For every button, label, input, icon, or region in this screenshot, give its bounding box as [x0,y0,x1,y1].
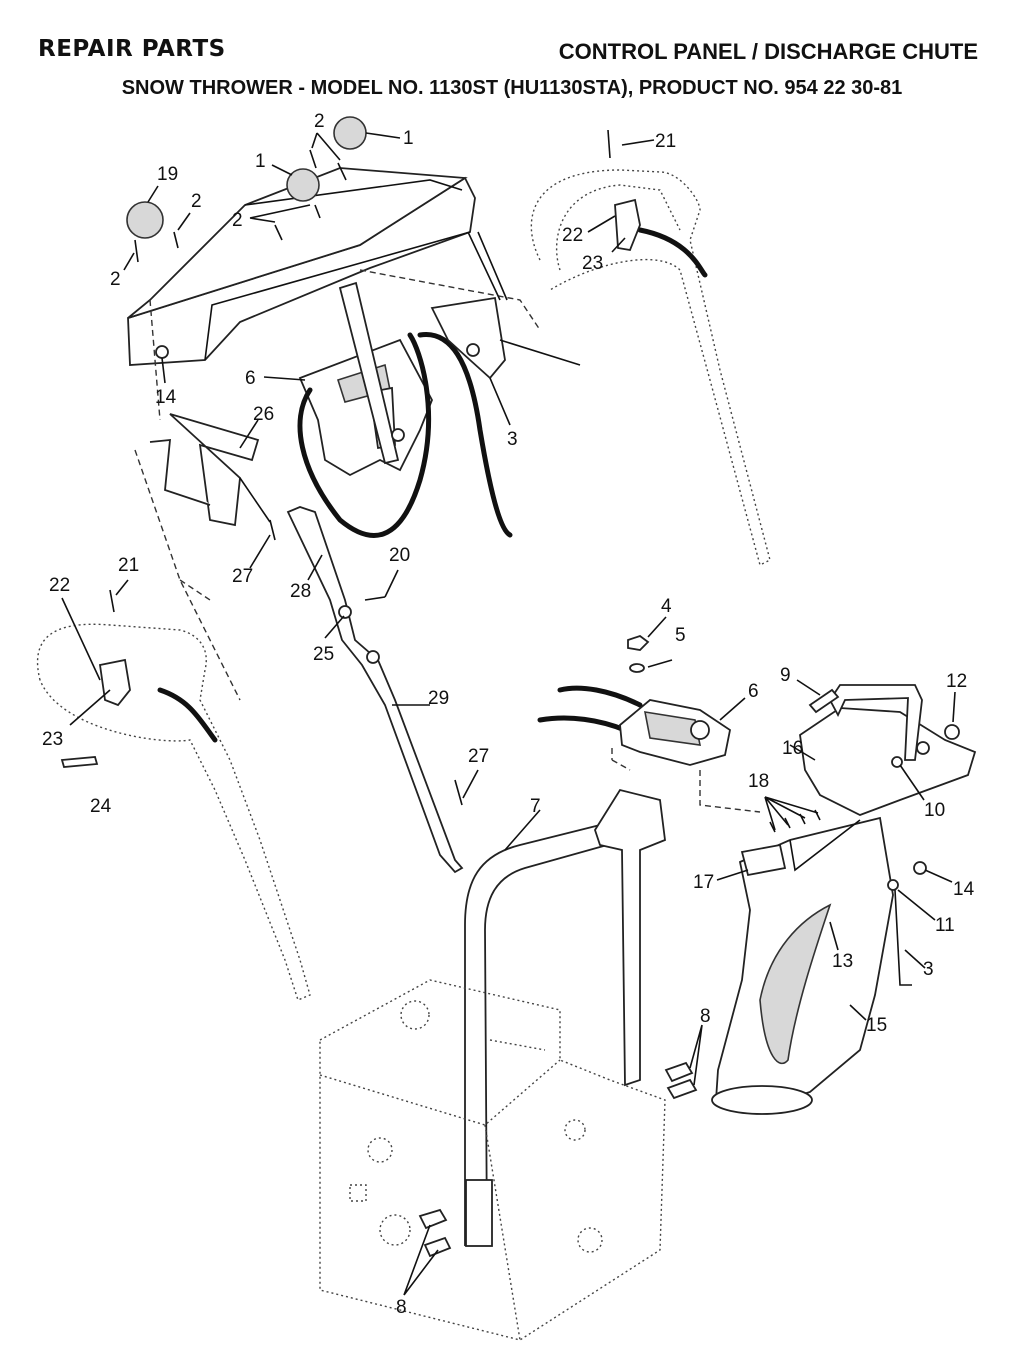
callout-5: 5 [675,625,686,646]
callout-23: 23 [42,729,63,750]
callout-24: 24 [90,796,112,817]
callout-6: 6 [245,368,256,389]
callout-27: 27 [232,566,253,587]
callout-22: 22 [49,575,70,596]
callout-27: 27 [468,746,489,767]
callout-21: 21 [118,555,139,576]
control-panel-assembly [126,116,541,701]
callout-28: 28 [290,581,311,602]
callout-9: 9 [780,665,791,686]
callout-29: 29 [428,688,449,709]
callout-numbers: 1 1 2 2 2 2 19 14 6 3 26 27 28 20 25 29 … [42,111,975,1318]
chute-deflector [799,684,977,816]
callout-3: 3 [923,959,934,980]
model-subtitle: SNOW THROWER - MODEL NO. 1130ST (HU1130S… [121,77,903,99]
callout-2: 2 [191,191,202,212]
auger-housing [319,979,666,1341]
callout-3: 3 [507,429,518,450]
callout-14: 14 [155,387,177,408]
callout-19: 19 [157,164,178,185]
knob-1a [286,168,320,202]
callout-23: 23 [582,253,603,274]
callout-26: 26 [253,404,274,425]
callout-1: 1 [255,151,266,172]
callout-6: 6 [748,681,759,702]
callout-4: 4 [661,596,672,617]
callout-22: 22 [562,225,583,246]
knob-19 [126,201,164,239]
callout-15: 15 [866,1015,887,1036]
handle-right [530,129,771,567]
callout-18: 18 [748,771,769,792]
discharge-chute [711,809,927,1115]
handle-left [36,589,311,1001]
chute-control-dial [298,281,433,477]
callout-1: 1 [403,128,414,149]
callout-10: 10 [924,800,945,821]
callout-17: 17 [693,872,714,893]
bracket-26 [149,413,271,527]
leader-lines [61,132,956,1296]
chute-rod [269,506,464,874]
chute-cable-loop [297,331,513,538]
callout-8: 8 [700,1006,711,1027]
callout-8: 8 [396,1297,407,1318]
callout-2: 2 [110,269,121,290]
callout-2: 2 [232,210,243,231]
callout-13: 13 [832,951,853,972]
callout-20: 20 [389,545,410,566]
chute-rotator-assembly [537,634,761,813]
callout-21: 21 [655,131,676,152]
callout-14: 14 [953,879,975,900]
page-title: CONTROL PANEL / DISCHARGE CHUTE [558,39,978,64]
callout-12: 12 [946,671,967,692]
callout-16: 16 [782,738,803,759]
knob-1b [333,116,367,150]
callout-11: 11 [935,915,955,936]
callout-2: 2 [314,111,325,132]
callout-7: 7 [530,796,541,817]
callout-25: 25 [313,644,334,665]
auger-control-lever [430,231,581,380]
section-heading: REPAIR PARTS [38,36,226,62]
control-column [418,788,698,1258]
